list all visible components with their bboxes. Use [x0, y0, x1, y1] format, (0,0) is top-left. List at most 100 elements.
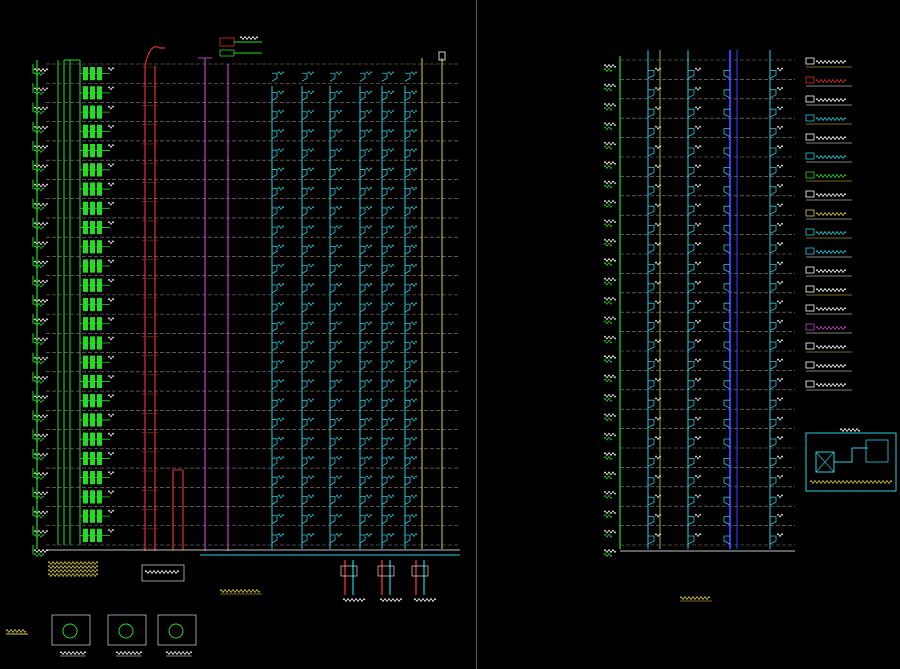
drain-trap — [271, 496, 278, 505]
drain-label — [307, 282, 315, 288]
vent-trap — [723, 380, 731, 390]
drain-trap — [301, 284, 308, 294]
drain-trap — [329, 476, 336, 486]
floor-elevation-label — [33, 379, 45, 384]
drain-trap — [381, 130, 388, 140]
drain-label — [410, 398, 418, 403]
drain-label — [365, 301, 373, 307]
drain-trap — [687, 167, 695, 176]
drain-label — [307, 128, 315, 134]
drain-trap — [301, 130, 308, 140]
drain-trap — [329, 246, 336, 255]
drain-trap — [359, 303, 366, 313]
drain-label — [694, 416, 702, 421]
left-riser-diagram-sheet — [5, 35, 460, 657]
drain-trap — [359, 496, 366, 505]
drain-trap — [271, 438, 278, 448]
detail-valve — [340, 565, 358, 577]
branch-label — [107, 278, 115, 283]
floor-elevation-label — [33, 437, 45, 442]
drain-label — [694, 86, 702, 91]
drain-trap — [381, 303, 388, 313]
drain-trap — [381, 342, 388, 351]
legend-symbol — [805, 247, 815, 255]
drain-trap — [647, 147, 655, 157]
drain-label — [410, 244, 418, 249]
drain-trap — [301, 380, 308, 390]
drain-trap — [769, 205, 777, 215]
legend-symbol — [805, 76, 815, 84]
drain-label — [776, 513, 784, 518]
drain-label — [776, 106, 784, 111]
drain-trap — [359, 457, 366, 467]
drain-label — [365, 71, 373, 76]
drain-label — [694, 164, 702, 169]
drain-label — [776, 164, 784, 169]
legend-entry-text — [815, 59, 847, 65]
drain-label — [776, 203, 784, 208]
drain-label — [365, 321, 373, 326]
drain-label — [335, 90, 343, 95]
drain-label — [410, 494, 418, 499]
drain-label — [335, 513, 343, 518]
drain-trap — [359, 111, 366, 121]
drain-label — [387, 532, 395, 538]
detail-caption — [413, 597, 437, 603]
drain-label — [387, 301, 395, 307]
legend-symbol — [805, 323, 815, 331]
floor-level-label — [603, 160, 617, 166]
drain-trap — [769, 496, 777, 506]
meter-detail-caption — [59, 650, 87, 656]
drain-trap — [769, 361, 777, 370]
drain-label — [410, 263, 418, 268]
floor-elevation-label — [33, 475, 45, 481]
branch-label — [107, 143, 115, 149]
drain-trap — [329, 457, 336, 467]
drain-label — [776, 183, 784, 188]
drain-label — [694, 67, 702, 72]
drain-label — [335, 225, 343, 230]
drain-trap — [381, 534, 388, 544]
drain-label — [335, 436, 343, 441]
drain-trap — [329, 72, 336, 82]
drain-label — [387, 109, 395, 114]
floor-elevation-label — [603, 261, 613, 267]
drain-label — [694, 474, 702, 479]
drain-trap — [404, 207, 411, 217]
drain-label — [776, 222, 784, 227]
floor-elevation-label — [603, 494, 613, 499]
drain-trap — [381, 169, 388, 178]
drain-trap — [359, 149, 366, 159]
branch-label — [107, 220, 115, 226]
drain-trap — [381, 515, 388, 525]
drain-trap — [271, 534, 278, 544]
legend-symbol — [805, 171, 815, 179]
meter-detail-circle — [62, 623, 78, 639]
branch-label — [107, 470, 115, 476]
floor-elevation-label — [33, 71, 45, 77]
drain-label — [410, 532, 418, 538]
drain-label — [365, 205, 373, 211]
floor-level-label — [603, 529, 617, 534]
drain-label — [335, 301, 343, 307]
drain-label — [387, 263, 395, 268]
drain-label — [335, 494, 343, 499]
drain-label — [277, 244, 285, 249]
floor-level-label — [33, 317, 49, 323]
drain-label — [694, 300, 702, 305]
branch-label — [107, 336, 115, 341]
floor-elevation-label — [603, 242, 613, 247]
drain-trap — [329, 169, 336, 178]
drain-label — [776, 338, 784, 344]
drain-label — [277, 225, 285, 230]
drain-trap — [381, 188, 388, 198]
drain-label — [307, 378, 315, 384]
drain-trap — [769, 380, 777, 390]
drain-trap — [301, 207, 308, 217]
pump-tank — [865, 439, 889, 463]
drain-label — [776, 241, 784, 247]
drain-trap — [769, 264, 777, 273]
drain-trap — [769, 147, 777, 157]
drain-trap — [404, 111, 411, 121]
detail-valve — [377, 565, 395, 577]
